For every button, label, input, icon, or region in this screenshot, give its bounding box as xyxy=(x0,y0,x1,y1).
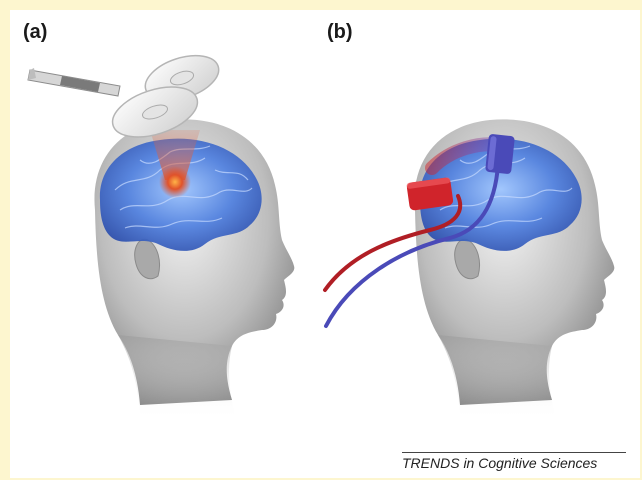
panel-label-b: (b) xyxy=(327,21,353,44)
panel-a-illustration xyxy=(28,47,294,420)
neck-shadow-a xyxy=(118,335,236,420)
panel-label-a: (a) xyxy=(23,21,47,44)
neck-shadow-b xyxy=(438,335,556,420)
stimulation-spot-a xyxy=(159,166,191,198)
cathode-electrode xyxy=(485,134,515,175)
tms-coil-handle xyxy=(28,68,120,96)
panel-b-illustration xyxy=(325,119,614,420)
figure-credit: TRENDS in Cognitive Sciences xyxy=(402,452,626,471)
